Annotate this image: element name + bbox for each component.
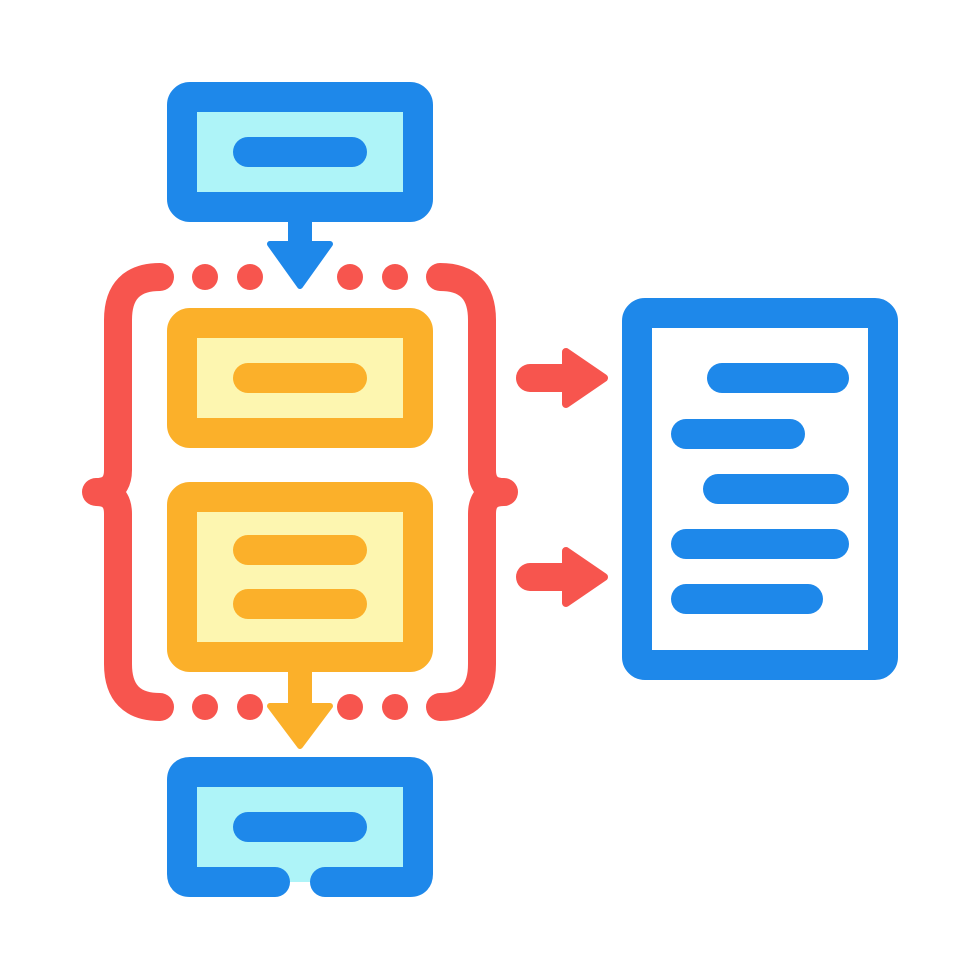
right-brace xyxy=(426,263,518,721)
right-arrow-icon-1 xyxy=(516,348,608,408)
top-down-arrow-icon xyxy=(267,207,333,289)
process-box-2 xyxy=(167,482,433,672)
bracket-dot xyxy=(237,694,263,720)
bracket-dot xyxy=(337,264,363,290)
left-brace xyxy=(82,263,174,721)
bottom-output-box xyxy=(167,757,433,897)
bracket-dot xyxy=(382,264,408,290)
bracket-dot xyxy=(237,264,263,290)
bracket-dot xyxy=(337,694,363,720)
orange-down-arrow-icon xyxy=(267,657,333,749)
bracket-dot xyxy=(382,694,408,720)
bottom-box-frame xyxy=(167,757,433,897)
group-bracket xyxy=(82,263,518,721)
bracket-dot xyxy=(192,694,218,720)
process-box-2-frame xyxy=(167,482,433,672)
right-arrow-icon-2 xyxy=(516,547,608,607)
top-input-box xyxy=(167,82,433,222)
process-box-1 xyxy=(167,308,433,448)
document-icon xyxy=(622,298,898,680)
bracket-dot xyxy=(192,264,218,290)
